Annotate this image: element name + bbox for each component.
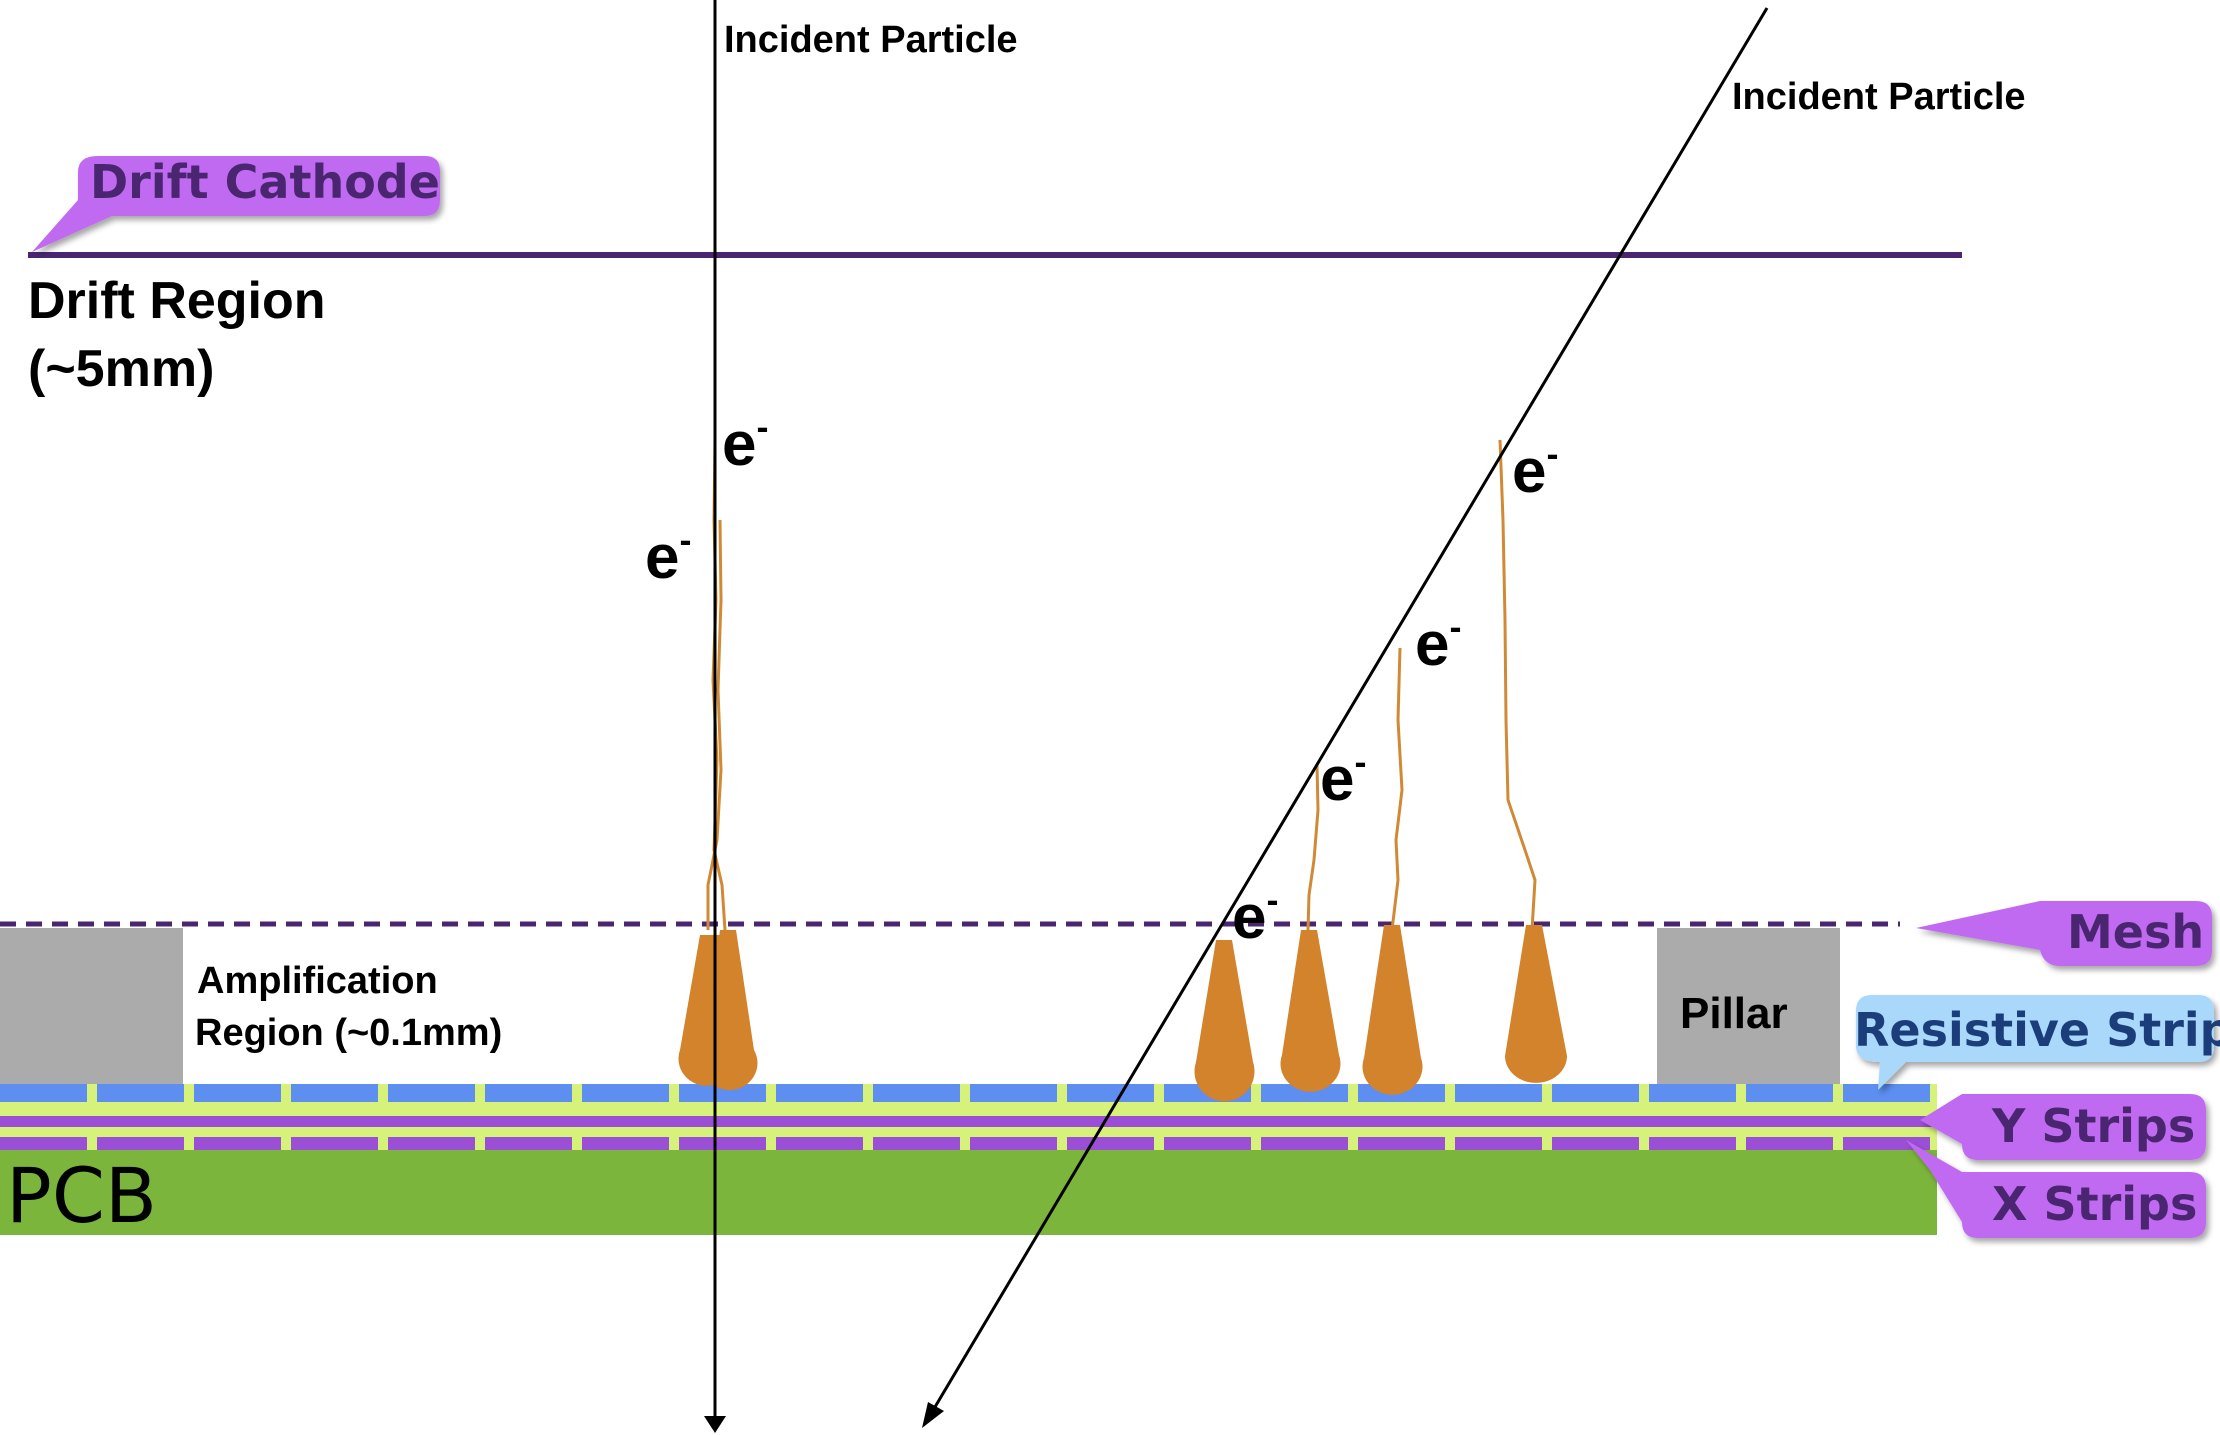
drift-region-size-label: (~5mm) <box>28 340 214 398</box>
x-strip-segment <box>873 1137 960 1150</box>
electron-label: e- <box>722 406 768 479</box>
x-strip-segment <box>1552 1137 1639 1150</box>
amplification-region-size-label: Region (~0.1mm) <box>195 1012 502 1054</box>
mesh-callout <box>1916 901 2212 966</box>
resistive-strip-segment <box>388 1084 475 1102</box>
x-strip-segment <box>291 1137 378 1150</box>
x-strips-callout <box>1906 1140 2206 1238</box>
avalanches <box>678 925 1567 1102</box>
resistive-strip-segment <box>1746 1084 1833 1102</box>
pillar-label: Pillar <box>1680 989 1788 1038</box>
resistive-strip-segment <box>873 1084 960 1102</box>
x-strips-label: X Strips <box>1992 1177 2197 1231</box>
strip-layers <box>0 1084 1937 1150</box>
resistive-strip-segment <box>1067 1084 1154 1102</box>
resistive-strip-segment <box>1552 1084 1639 1102</box>
resistive-strip-segment <box>485 1084 572 1102</box>
x-strip-segment <box>388 1137 475 1150</box>
electron-tracks <box>706 439 1537 931</box>
particle-arrowhead <box>922 1402 944 1428</box>
drift-region-label: Drift Region <box>28 272 326 330</box>
particle-arrowhead <box>704 1416 726 1433</box>
x-strip-segment <box>1746 1137 1833 1150</box>
incident-particle-label-2: Incident Particle <box>1732 76 2026 118</box>
electron-label: e- <box>645 519 691 592</box>
particle-vertical <box>704 0 726 1433</box>
resistive-strip-segment <box>1649 1084 1736 1102</box>
x-strips <box>0 1137 1930 1150</box>
resistive-strip-segment <box>291 1084 378 1102</box>
avalanche <box>1362 925 1423 1095</box>
electron-label: e- <box>1320 741 1366 814</box>
pillar-left <box>0 928 183 1084</box>
resistive-strip-segment <box>1261 1084 1348 1102</box>
particle-diagonal <box>922 7 1769 1428</box>
x-strip-segment <box>776 1137 863 1150</box>
x-strip-segment <box>582 1137 669 1150</box>
pcb-board <box>0 1150 1937 1235</box>
electron-track <box>1498 439 1537 931</box>
x-strip-segment <box>679 1137 766 1150</box>
x-strip-segment <box>194 1137 281 1150</box>
x-strip-segment <box>0 1137 87 1150</box>
electron-label: e- <box>1415 606 1461 679</box>
amplification-region-label: Amplification <box>197 960 438 1002</box>
x-strip-segment <box>1261 1137 1348 1150</box>
resistive-strips-label: Resistive Strips <box>1854 1003 2220 1057</box>
electron-track <box>1306 764 1320 931</box>
incident-particle-label-1: Incident Particle <box>724 19 1018 61</box>
x-strip-segment <box>1649 1137 1736 1150</box>
y-strip-bar <box>0 1116 1937 1127</box>
electron-label: e- <box>1512 433 1558 506</box>
resistive-strip-segment <box>0 1084 87 1102</box>
mesh-label: Mesh <box>2067 905 2204 959</box>
resistive-strip-segment <box>1843 1084 1930 1102</box>
x-strip-segment <box>485 1137 572 1150</box>
x-strip-segment <box>970 1137 1057 1150</box>
y-strips-callout <box>1920 1094 2206 1160</box>
avalanche <box>1280 930 1341 1092</box>
drift-cathode-label: Drift Cathode <box>90 155 440 209</box>
electron-track <box>1390 647 1404 931</box>
y-strips-label: Y Strips <box>1991 1099 2195 1153</box>
avalanche <box>1194 940 1255 1102</box>
electron-labels: e- e- e- e- e- e- <box>645 406 1558 952</box>
x-strip-segment <box>97 1137 184 1150</box>
x-strip-segment <box>1067 1137 1154 1150</box>
resistive-strip-segment <box>1455 1084 1542 1102</box>
resistive-strips-callout <box>1856 995 2214 1090</box>
x-strip-segment <box>1358 1137 1445 1150</box>
electron-track <box>706 519 723 930</box>
electron-label: e- <box>1232 879 1278 952</box>
resistive-strip-segment <box>776 1084 863 1102</box>
drift-cathode-callout <box>32 156 440 252</box>
resistive-strip-segment <box>194 1084 281 1102</box>
pillar-right <box>1657 928 1840 1084</box>
x-strip-segment <box>1164 1137 1251 1150</box>
resistive-strip-segment <box>97 1084 184 1102</box>
avalanche <box>1505 925 1567 1083</box>
resistive-strip-segment <box>970 1084 1057 1102</box>
resistive-strip-segment <box>679 1084 766 1102</box>
x-strip-segment <box>1843 1137 1930 1150</box>
x-strip-segment <box>1455 1137 1542 1150</box>
resistive-strip-segment <box>582 1084 669 1102</box>
pcb-label: PCB <box>6 1151 157 1240</box>
